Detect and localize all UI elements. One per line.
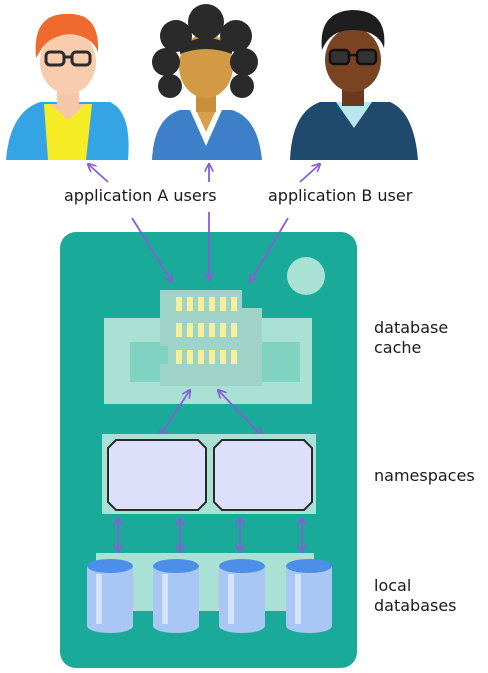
arrow: [131, 217, 172, 282]
arrow: [250, 217, 289, 282]
label-line: local: [374, 576, 412, 595]
arrow: [160, 390, 190, 436]
person-avatar-icon: [6, 13, 129, 160]
label-namespaces: namespaces: [374, 466, 475, 485]
cache-arrows: [131, 212, 289, 282]
namespaces-area: [102, 434, 316, 514]
person-avatar-icon: [152, 4, 262, 160]
board-indicator: [287, 257, 325, 295]
user-arrows: [88, 164, 320, 183]
label-local-databases: local databases: [374, 576, 457, 616]
arrow: [218, 390, 262, 436]
arrow: [299, 164, 320, 183]
label-line: database: [374, 318, 449, 337]
arrow: [88, 164, 109, 183]
person-avatar-icon: [290, 10, 418, 160]
database-cylinder-icon: [286, 559, 332, 633]
database-cylinder-icon: [87, 559, 133, 633]
label-line: cache: [374, 338, 422, 357]
database-cylinder-icon: [153, 559, 199, 633]
label-application-a-users: application A users: [64, 186, 217, 205]
database-cylinder-icon: [219, 559, 265, 633]
chip-icon: [160, 290, 262, 386]
label-application-b-user: application B user: [268, 186, 413, 205]
label-database-cache: database cache: [374, 318, 448, 358]
namespace-box: [107, 439, 207, 511]
database-arrows: [118, 518, 302, 552]
label-line: databases: [374, 596, 457, 615]
namespace-box: [213, 439, 313, 511]
namespace-arrows: [160, 390, 262, 436]
